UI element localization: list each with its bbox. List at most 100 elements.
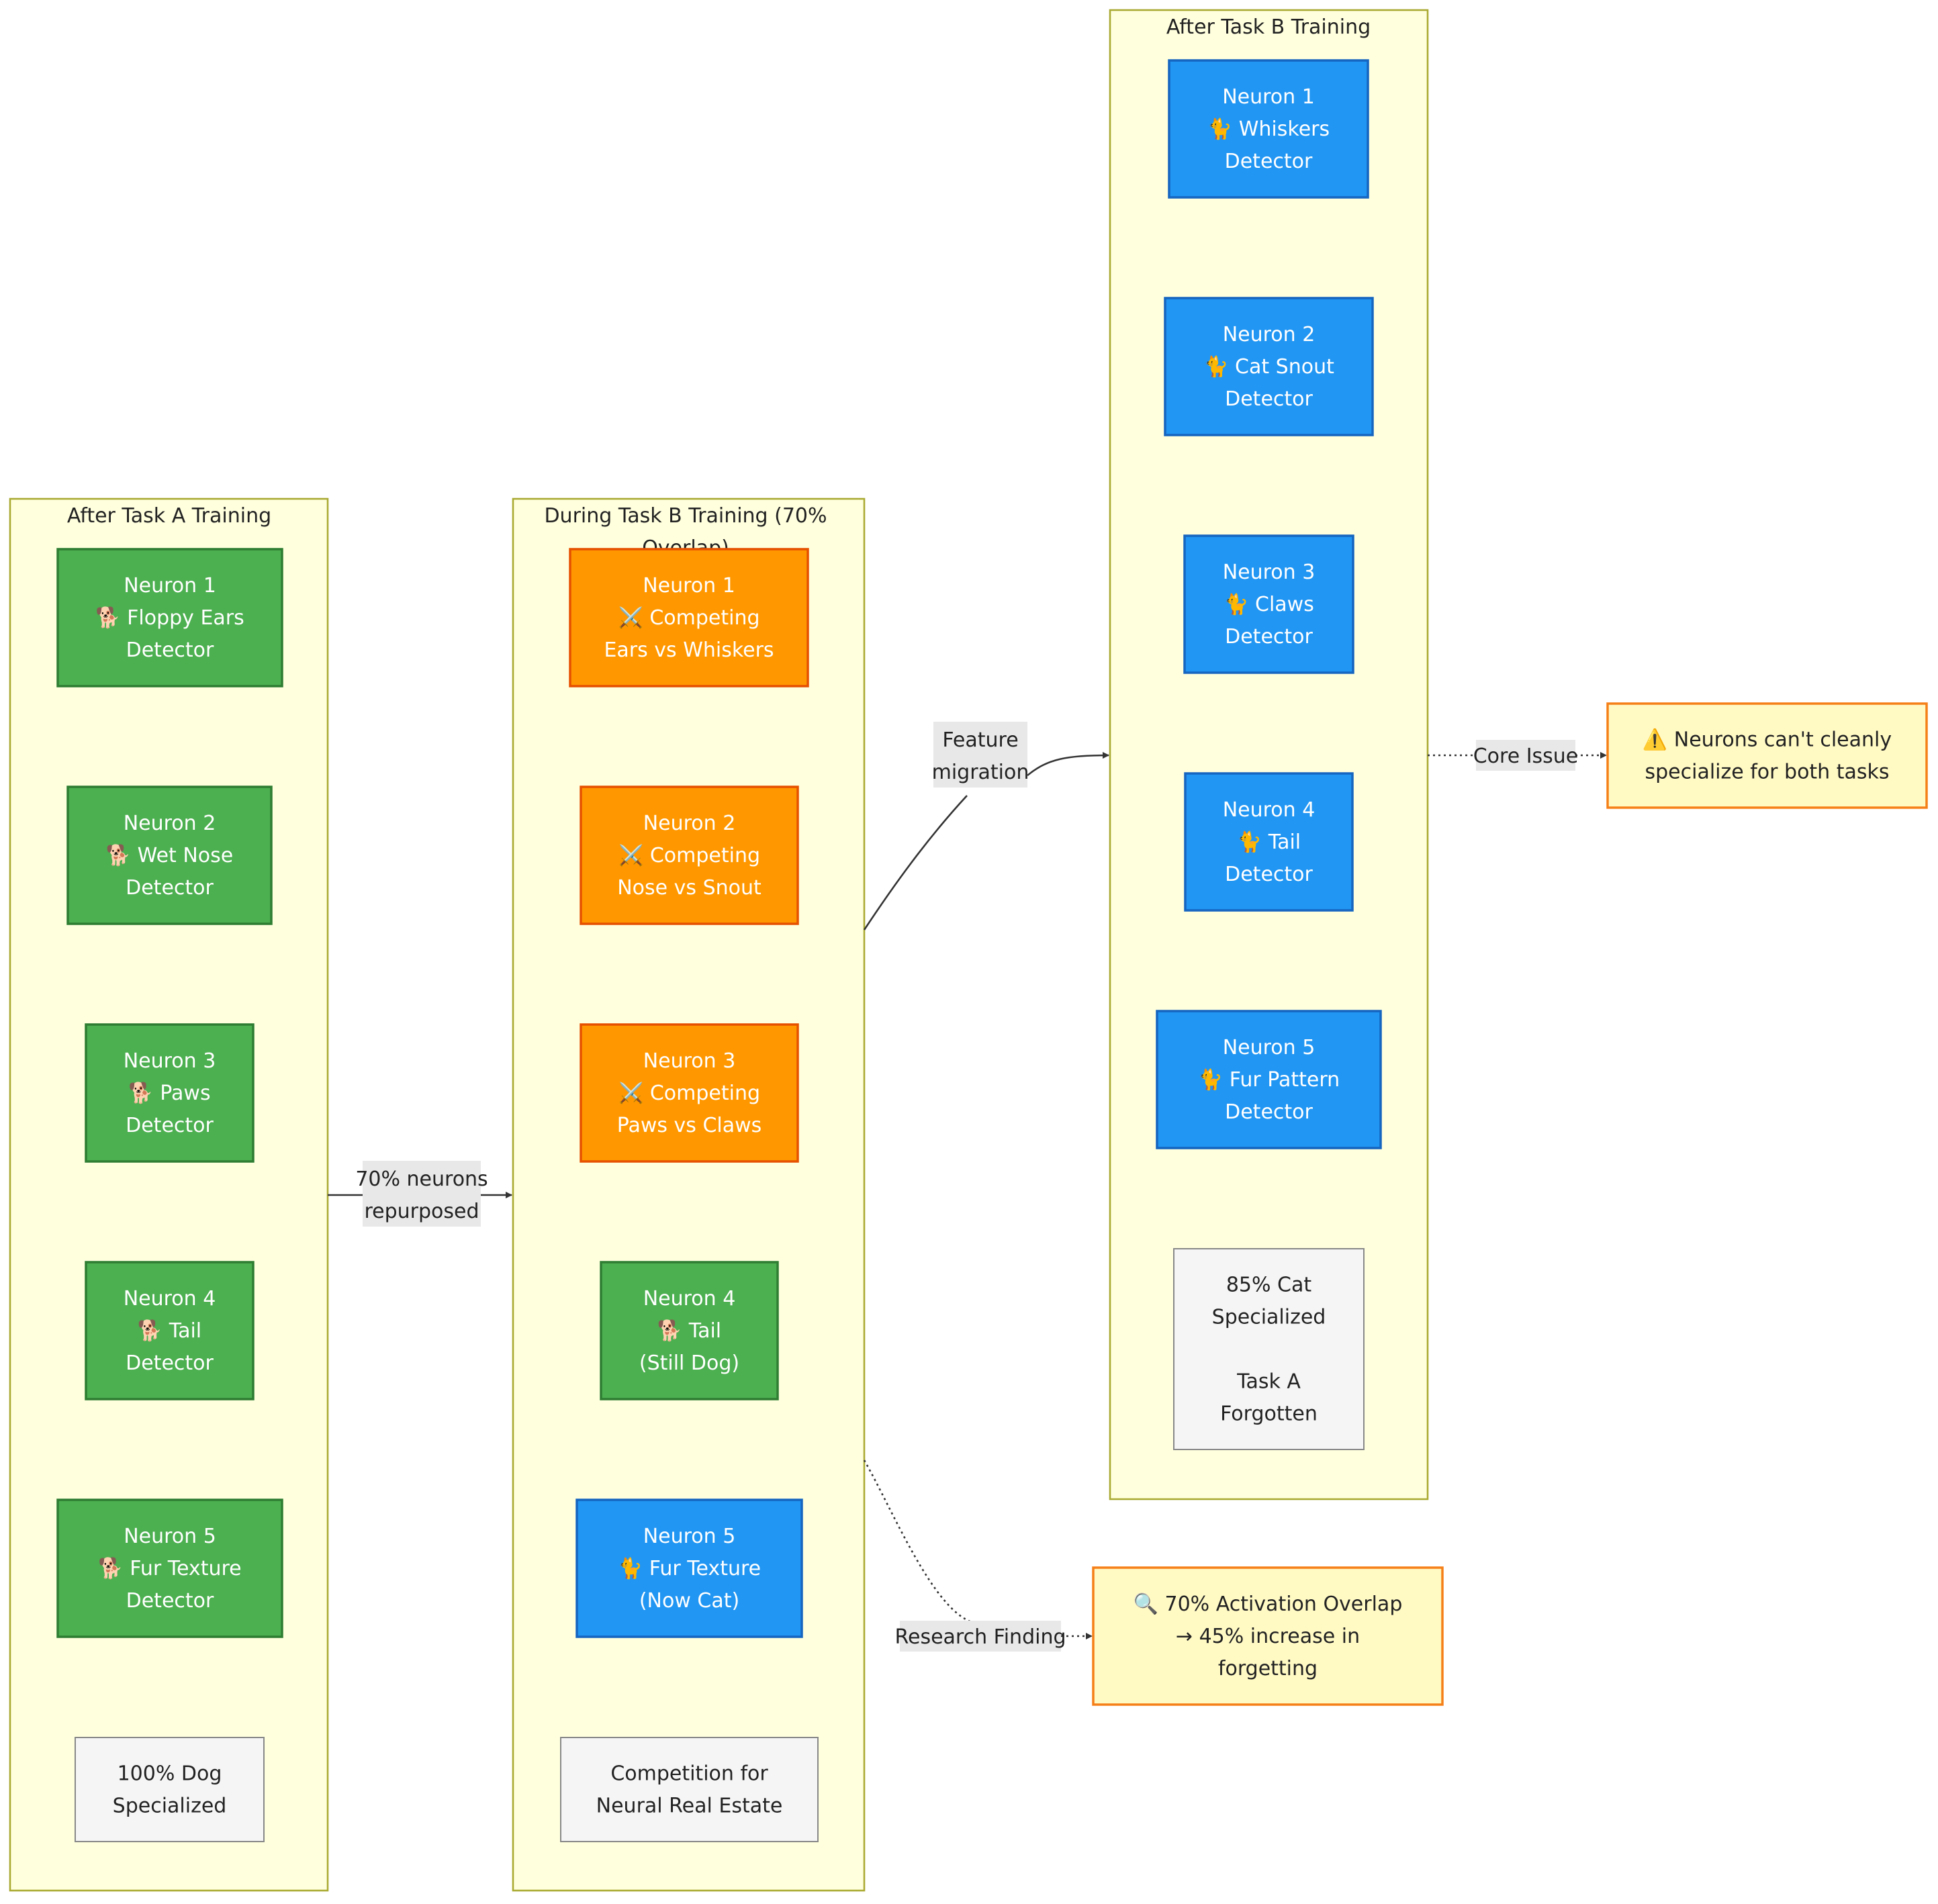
c2-line-1: Neuron 2 (1223, 323, 1316, 346)
e4-line-1: Research Finding (895, 1625, 1066, 1649)
node-box (1183, 534, 1354, 674)
e1-line-2: repurposed (364, 1200, 479, 1223)
node-box (1164, 297, 1374, 436)
node-box (580, 786, 799, 925)
a4-line-1: Neuron 4 (124, 1287, 216, 1311)
node-box (66, 786, 273, 925)
a2-line-3: Detector (126, 876, 214, 900)
node-box (1156, 1010, 1382, 1149)
b_summary-line-1: Competition for (610, 1762, 768, 1786)
node-box (85, 1261, 255, 1400)
b3-line-2: ⚔️ Competing (618, 1081, 760, 1105)
b1-line-3: Ears vs Whiskers (604, 638, 774, 662)
c2-line-2: 🐈 Cat Snout (1203, 354, 1334, 379)
cluster-after-task-a: After Task A Training (9, 497, 329, 1892)
task_b_after-line-1: After Task B Training (1166, 15, 1371, 39)
task_a-line-1: After Task A Training (67, 504, 271, 528)
a2-line-2: 🐕 Wet Nose (106, 843, 233, 867)
node-box (1184, 772, 1354, 912)
c2-line-3: Detector (1225, 387, 1313, 411)
a4-line-2: 🐕 Tail (138, 1319, 201, 1343)
note-research-finding: 🔍 70% Activation Overlap → 45% increase i… (1092, 1566, 1444, 1706)
b2-line-1: Neuron 2 (643, 812, 736, 835)
a3-line-1: Neuron 3 (124, 1049, 216, 1073)
cluster-title-after-task-a: After Task A Training (67, 504, 271, 528)
a1-line-1: Neuron 1 (124, 574, 216, 598)
research_note-line-2: → 45% increase in (1176, 1625, 1360, 1648)
e2-line-1: Feature (942, 728, 1018, 752)
e2-line-2: migration (932, 761, 1029, 784)
b5-line-3: (Now Cat) (639, 1589, 739, 1613)
node-box (1168, 59, 1369, 199)
a3-line-3: Detector (126, 1114, 214, 1137)
note-core-issue: ⚠️ Neurons can't cleanly specialize for b… (1606, 702, 1928, 809)
node-box (75, 1737, 265, 1842)
node-b-neuron-5: Neuron 5 🐈 Fur Texture (Now Cat) (575, 1498, 803, 1638)
b5-line-2: 🐈 Fur Texture (618, 1556, 761, 1580)
b3-line-3: Paws vs Claws (617, 1114, 762, 1137)
edge-label-feature-migration: Feature migration (932, 728, 1029, 784)
core_note-line-1: ⚠️ Neurons can't cleanly (1643, 728, 1892, 752)
c3-line-2: 🐈 Claws (1224, 592, 1314, 616)
c3-line-1: Neuron 3 (1223, 561, 1316, 584)
node-box (1606, 702, 1928, 809)
a5-line-3: Detector (126, 1589, 214, 1613)
b1-line-2: ⚔️ Competing (618, 606, 759, 630)
node-box (575, 1498, 803, 1638)
node-label: 🔍 70% Activation Overlap → 45% increase i… (1134, 1590, 1403, 1680)
b2-line-3: Nose vs Snout (617, 876, 762, 900)
c5-line-1: Neuron 5 (1223, 1036, 1316, 1059)
research_note-line-3: forgetting (1218, 1657, 1318, 1680)
edge-feature-migration: Feature migration (863, 722, 1109, 931)
node-box (580, 1023, 799, 1163)
core_note-line-2: specialize for both tasks (1645, 761, 1889, 784)
edge-label-research-finding: Research Finding (895, 1625, 1066, 1649)
cluster-title-after-task-b: After Task B Training (1166, 15, 1371, 39)
b_summary-line-2: Neural Real Estate (596, 1795, 783, 1818)
node-box (569, 548, 809, 687)
c_summary-line-1: 85% Cat (1226, 1274, 1312, 1297)
edge-research-finding: Research Finding (863, 1460, 1093, 1652)
b5-line-1: Neuron 5 (643, 1525, 736, 1548)
a1-line-2: 🐕 Floppy Ears (95, 606, 244, 630)
c_summary-line-4: Task A (1236, 1370, 1301, 1394)
b4-line-1: Neuron 4 (643, 1287, 736, 1311)
a5-line-1: Neuron 5 (124, 1525, 216, 1548)
c1-line-1: Neuron 1 (1222, 85, 1315, 109)
c4-line-3: Detector (1225, 863, 1313, 886)
a_summary-line-1: 100% Dog (118, 1762, 222, 1786)
a2-line-1: Neuron 2 (124, 812, 216, 835)
node-b-neuron-4: Neuron 4🐕 Tail(Still Dog) (600, 1261, 779, 1400)
node-box (600, 1261, 779, 1400)
node-box (56, 1498, 283, 1638)
node-box (85, 1023, 255, 1163)
research_note-line-1: 🔍 70% Activation Overlap (1134, 1590, 1403, 1616)
node-label: ⚠️ Neurons can't cleanly specialize for b… (1643, 728, 1892, 784)
